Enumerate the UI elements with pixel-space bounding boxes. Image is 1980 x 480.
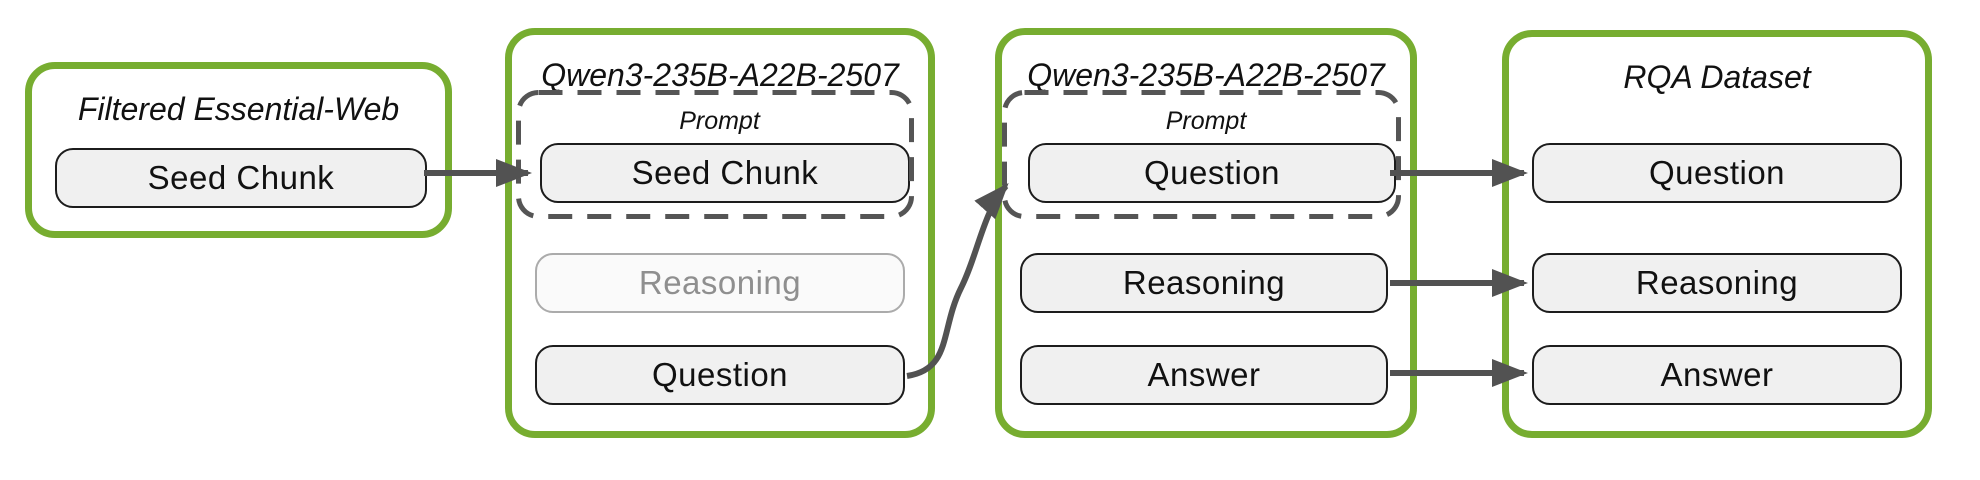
node-label: Answer bbox=[1147, 356, 1261, 393]
node-dataset-question: Question bbox=[1532, 143, 1902, 203]
node-reasoning-generated: Reasoning bbox=[1020, 253, 1388, 313]
node-label: Seed Chunk bbox=[631, 154, 819, 191]
group-filtered-essential-web: Filtered Essential-Web Seed Chunk bbox=[25, 62, 452, 238]
node-seed-chunk-source: Seed Chunk bbox=[55, 148, 427, 208]
prompt-container-pass-1: Prompt Seed Chunk bbox=[523, 97, 916, 221]
node-label: Question bbox=[1648, 154, 1786, 191]
prompt-label: Prompt bbox=[1165, 107, 1247, 135]
node-label: Reasoning bbox=[1635, 264, 1799, 301]
node-prompt-question: Question bbox=[1028, 143, 1396, 203]
group-qwen-pass-2: Qwen3-235B-A22B-2507 Prompt Question Rea… bbox=[995, 28, 1417, 438]
node-label: Question bbox=[1143, 154, 1281, 191]
group-title-qwen-pass-2: Qwen3-235B-A22B-2507 bbox=[1027, 57, 1385, 93]
node-dataset-reasoning: Reasoning bbox=[1532, 253, 1902, 313]
node-label: Reasoning bbox=[638, 264, 802, 301]
node-prompt-seed-chunk: Seed Chunk bbox=[540, 143, 910, 203]
node-answer-generated: Answer bbox=[1020, 345, 1388, 405]
prompt-container-pass-2: Prompt Question bbox=[1009, 97, 1403, 221]
prompt-label: Prompt bbox=[679, 107, 760, 135]
node-dataset-answer: Answer bbox=[1532, 345, 1902, 405]
node-question-generated: Question bbox=[535, 345, 905, 405]
node-label: Reasoning bbox=[1122, 264, 1286, 301]
group-title-rqa-dataset: RQA Dataset bbox=[1623, 59, 1811, 95]
group-title-qwen-pass-1: Qwen3-235B-A22B-2507 bbox=[541, 57, 899, 93]
node-label: Question bbox=[651, 356, 789, 393]
group-title-filtered-essential-web: Filtered Essential-Web bbox=[77, 91, 400, 127]
node-reasoning-disabled: Reasoning bbox=[535, 253, 905, 313]
group-qwen-pass-1: Qwen3-235B-A22B-2507 Prompt Seed Chunk R… bbox=[505, 28, 935, 438]
group-rqa-dataset: RQA Dataset Question Reasoning Answer bbox=[1502, 30, 1932, 438]
node-label: Seed Chunk bbox=[147, 159, 335, 196]
node-label: Answer bbox=[1660, 356, 1774, 393]
